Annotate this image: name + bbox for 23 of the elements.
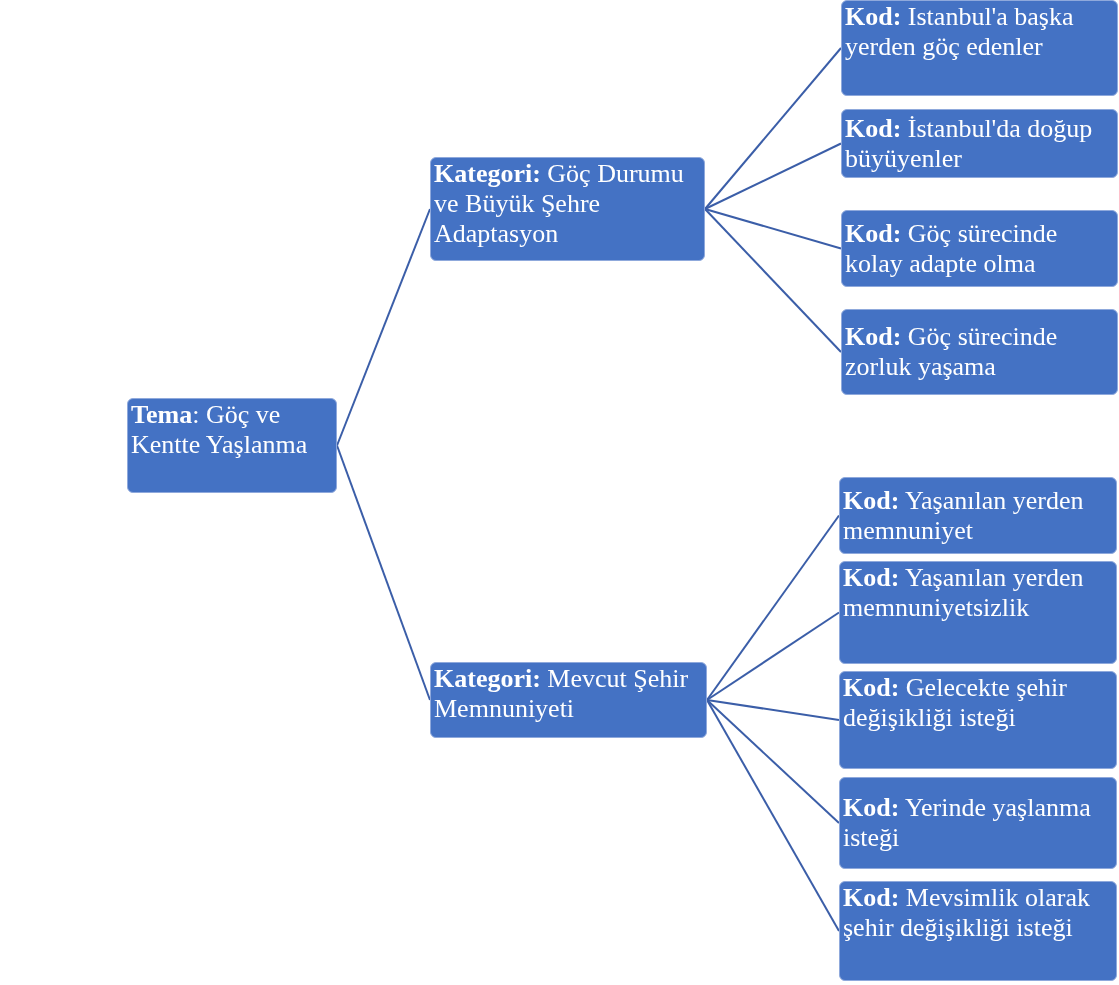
connector-line <box>336 208 431 447</box>
category-box: Kod: Yerinde yaşlanma isteği <box>839 777 1117 869</box>
connector-line <box>706 699 840 932</box>
connector-line <box>706 699 840 721</box>
category-box: Kod: Istanbul'a başka yerden göç edenler <box>841 0 1118 96</box>
connector-line <box>704 208 842 353</box>
category-box: Kod: Gelecekte şehir değişikliği isteği <box>839 671 1117 769</box>
connector-line <box>704 142 842 210</box>
connector-line <box>336 444 431 701</box>
connector-line <box>706 514 840 701</box>
category-box: Kod: İstanbul'da doğup büyüyenler <box>841 109 1118 178</box>
connector-line <box>706 611 840 701</box>
connector-line <box>704 208 842 250</box>
category-box: Kod: Yaşanılan yerden memnuniyetsizlik <box>839 561 1117 664</box>
category-box: Kod: Mevsimlik olarak şehir değişikliği isteği <box>839 881 1117 981</box>
theme-box: Tema: Göç ve Kentte Yaşlanma <box>127 398 337 493</box>
category-box: Kategori: Mevcut Şehir Memnuniyeti <box>430 662 707 738</box>
connector-line <box>706 699 840 824</box>
category-box: Kod: Göç sürecinde kolay adapte olma <box>841 210 1118 287</box>
category-box: Kod: Göç sürecinde zorluk yaşama <box>841 309 1118 395</box>
connector-line <box>704 47 842 210</box>
category-box: Kod: Yaşanılan yerden memnuniyet <box>839 477 1117 554</box>
category-box: Kategori: Göç Durumu ve Büyük Şehre Adaptasyon <box>430 157 705 261</box>
